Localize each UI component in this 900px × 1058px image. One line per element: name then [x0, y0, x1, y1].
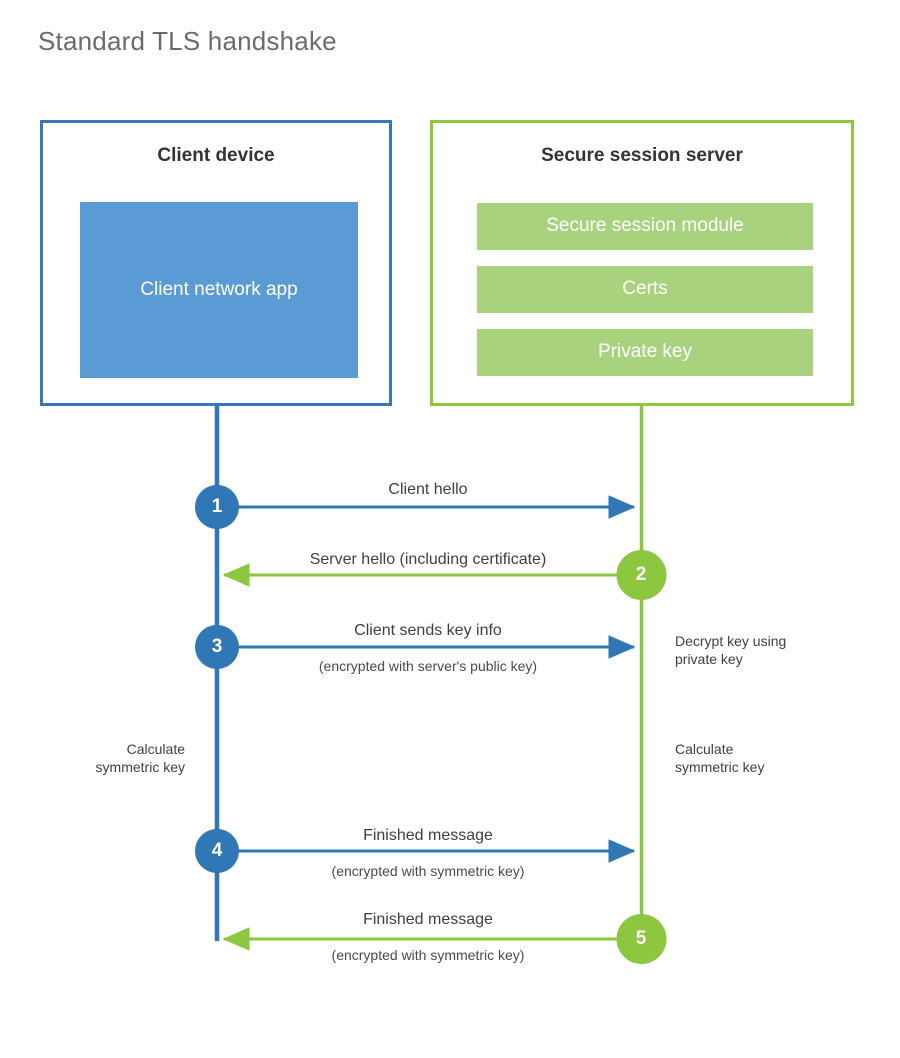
- message-label-2: Server hello (including certificate): [309, 551, 547, 568]
- message-sublabel-5: (encrypted with symmetric key): [331, 947, 525, 963]
- page-title: Standard TLS handshake: [38, 26, 337, 56]
- message-label-1: Client hello: [388, 481, 468, 498]
- secure-session-server-title: Secure session server: [541, 145, 743, 166]
- client-network-app-label: Client network app: [140, 278, 298, 300]
- private-key-label: Private key: [598, 341, 692, 363]
- note-calculate-symmetric-key-server: Calculate symmetric key: [675, 741, 765, 776]
- step-marker-1[interactable]: [195, 485, 239, 529]
- message-label-4: Finished message: [363, 827, 493, 844]
- message-label-5: Finished message: [363, 911, 493, 928]
- step-marker-5[interactable]: [616, 914, 667, 964]
- message-label-3: Client sends key info: [354, 622, 502, 639]
- client-device-panel: Client device Client network app: [40, 120, 392, 406]
- step-marker-4[interactable]: [195, 829, 239, 873]
- private-key-block: Private key: [477, 329, 813, 376]
- certs-block: Certs: [477, 266, 813, 313]
- note-calculate-symmetric-key-client: Calculate symmetric key: [95, 741, 185, 776]
- client-device-title: Client device: [157, 145, 275, 166]
- secure-session-module-block: Secure session module: [477, 203, 813, 250]
- client-network-app-block: Client network app: [80, 202, 358, 378]
- certs-label: Certs: [622, 278, 668, 300]
- step-marker-2[interactable]: [616, 550, 667, 600]
- message-sublabel-3: (encrypted with server's public key): [318, 658, 538, 674]
- step-marker-3[interactable]: [195, 625, 239, 669]
- secure-session-server-panel: Secure session server Secure session mod…: [430, 120, 854, 406]
- secure-session-module-label: Secure session module: [546, 215, 744, 237]
- message-sublabel-4: (encrypted with symmetric key): [331, 863, 525, 879]
- note-decrypt-key: Decrypt key using private key: [675, 633, 787, 668]
